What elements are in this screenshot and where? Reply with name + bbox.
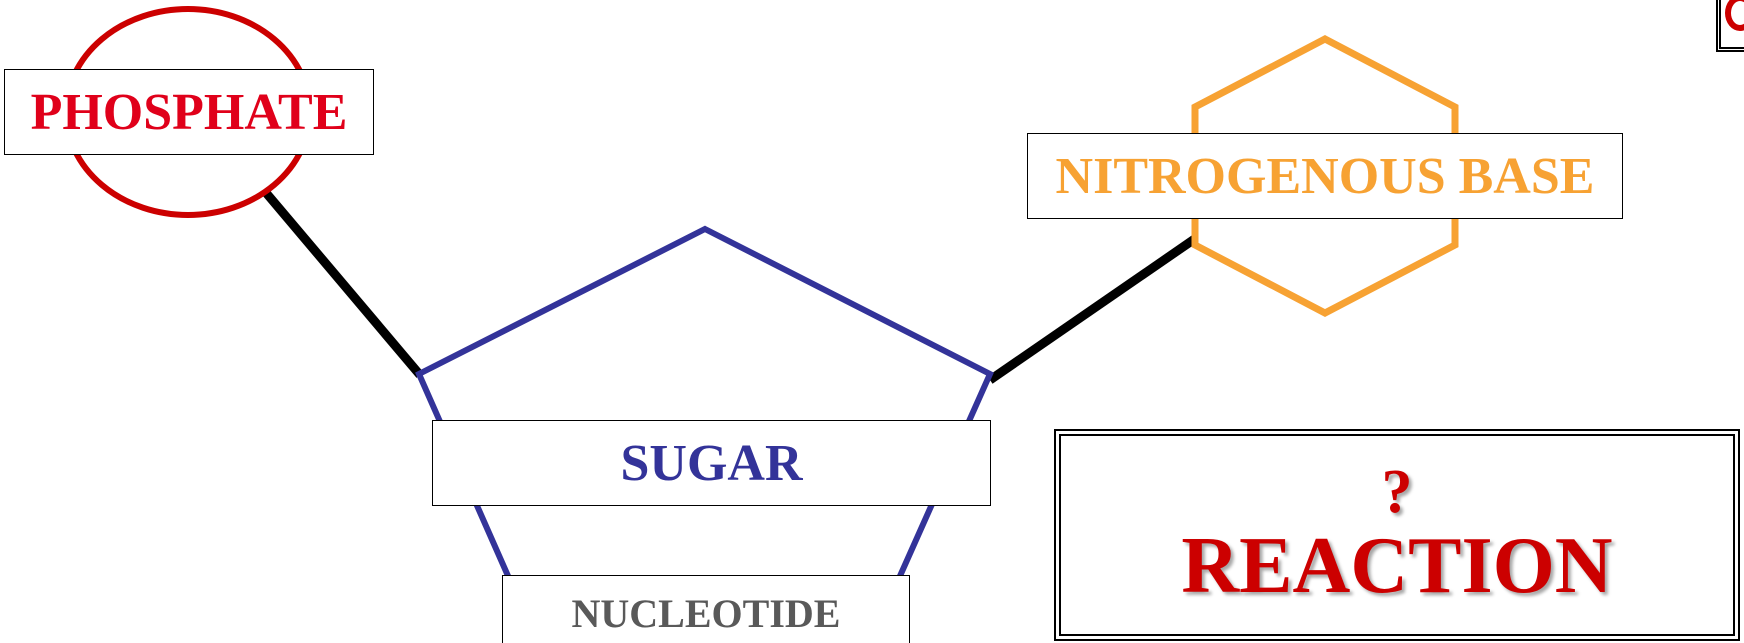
nucleotide-label: NUCLEOTIDE	[571, 591, 841, 636]
reaction-label: REACTION	[1181, 522, 1613, 610]
sugar-label: SUGAR	[620, 434, 803, 492]
corner-glyph-icon	[1725, 0, 1744, 31]
sugar-shape	[415, 225, 994, 588]
phosphate-label: PHOSPHATE	[30, 83, 348, 141]
reaction-question-mark: ?	[1381, 458, 1413, 526]
nitrogenous-base-label-box: NITROGENOUS BASE	[1027, 133, 1623, 219]
nucleotide-label-box: NUCLEOTIDE	[502, 575, 910, 643]
phosphate-label-box: PHOSPHATE	[4, 69, 374, 155]
sugar-label-box: SUGAR	[432, 420, 991, 506]
corner-box	[1716, 0, 1744, 52]
phosphate-sugar-bond	[258, 185, 424, 378]
sugar-base-bond	[987, 234, 1199, 384]
reaction-box: ? REACTION	[1054, 429, 1740, 641]
nitrogenous-base-label: NITROGENOUS BASE	[1055, 147, 1595, 205]
